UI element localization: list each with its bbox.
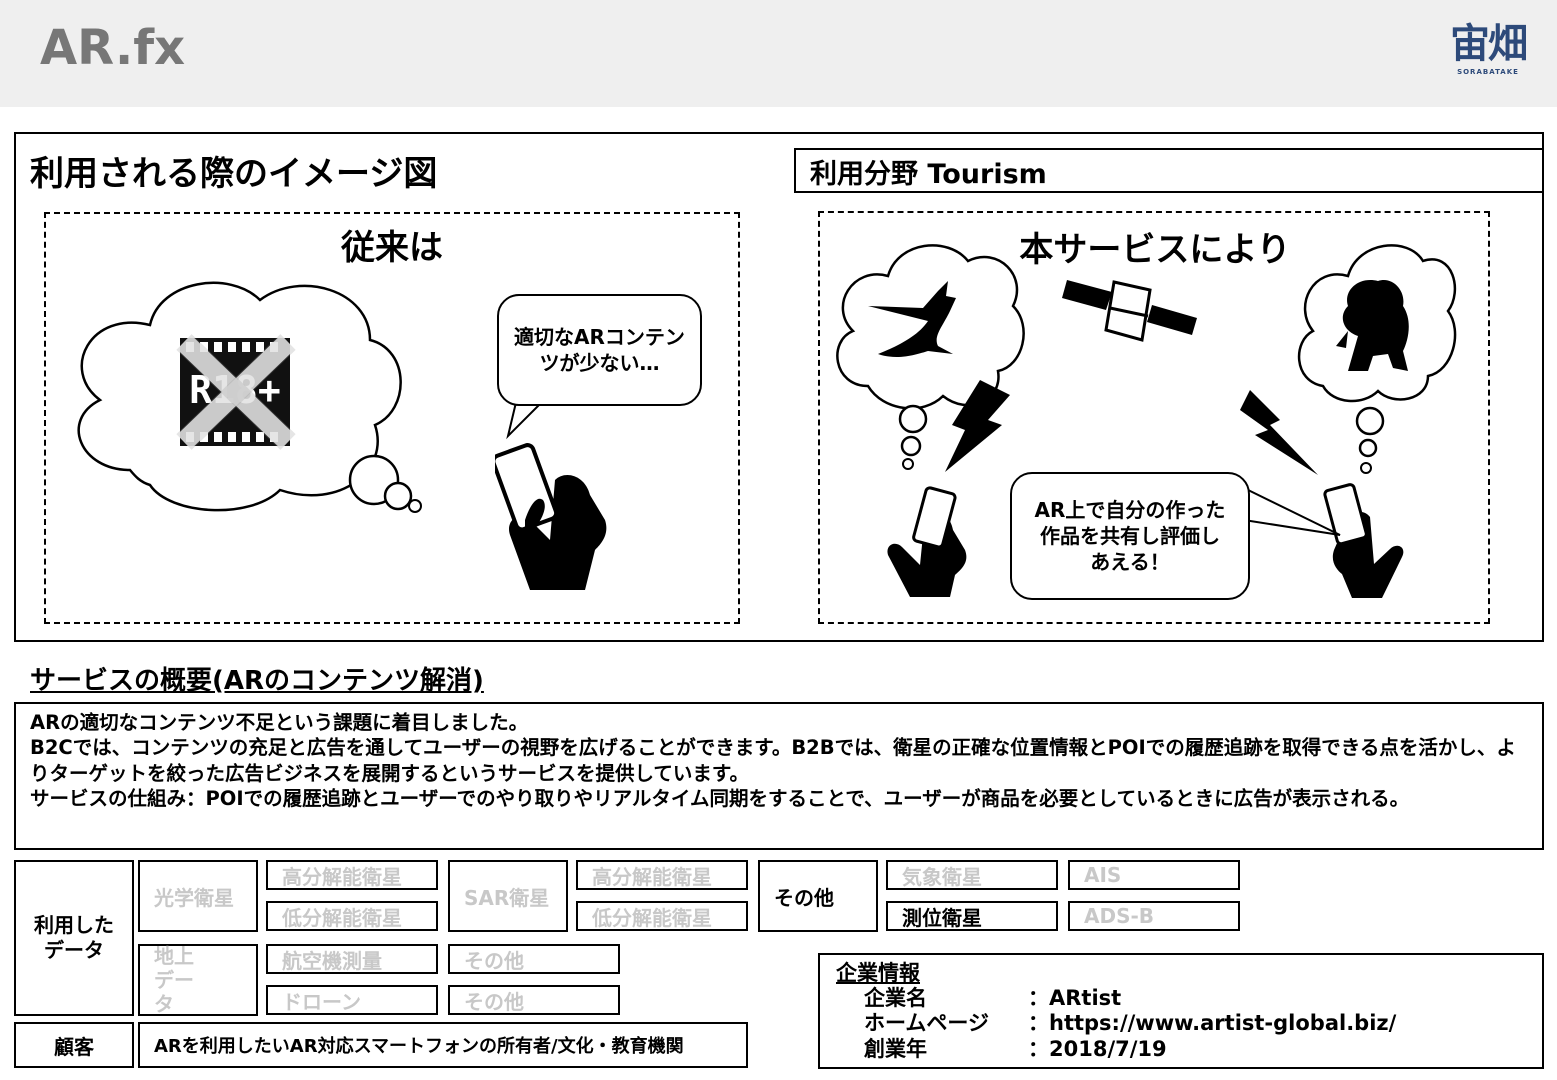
speech-tail-right [1243, 487, 1341, 536]
summary-line-2: B2Cでは、コンテンツの充足と広告を通してユーザーの視野を広げることができます。… [30, 736, 1516, 785]
company-founded-label: 創業年 [864, 1036, 927, 1061]
thought-cloud-monster [1297, 244, 1457, 474]
image-section-title: 利用される際のイメージ図 [30, 154, 438, 194]
summary-title: サービスの概要(ARのコンテンツ解消) [30, 666, 484, 696]
company-name-row: 企業名 ：ARtist [836, 986, 1526, 1011]
after-panel [818, 211, 1490, 624]
adsb-cell: ADS-B [1068, 901, 1240, 931]
hand-phone-left-icon [887, 486, 967, 597]
sar-satellite-cell: SAR衛星 [448, 860, 568, 932]
hand-phone-right-icon [1323, 483, 1404, 598]
image-section-frame [14, 132, 1544, 642]
company-founded-value: ：2018/7/19 [1028, 1036, 1167, 1061]
before-speech-text: 適切なARコンテンツが少ない… [514, 325, 685, 375]
after-speech-bubble: AR上で自分の作った作品を共有し評価しあえる！ [1010, 472, 1250, 600]
positioning-satellite-cell: 測位衛星 [886, 901, 1058, 931]
customer-label: 顧客 [14, 1022, 134, 1068]
optical-low-res-cell: 低分解能衛星 [266, 901, 438, 931]
data-used-label-text: 利用したデータ [34, 913, 114, 962]
lightning-bolt-right-icon [1240, 390, 1318, 475]
weather-satellite-cell: 気象衛星 [886, 860, 1058, 890]
sar-high-res-cell: 高分解能衛星 [576, 860, 748, 890]
summary-line-3: サービスの仕組み：POIでの履歴追跡とユーザーでのやり取りやリアルタイム同期をす… [30, 787, 1410, 811]
summary-line-1: ARの適切なコンテンツ不足という課題に着目しました。 [30, 711, 529, 734]
company-homepage-value[interactable]: ：https://www.artist-global.biz/ [1028, 1011, 1397, 1036]
other-satellite-cell: その他 [758, 860, 878, 932]
drone-cell: ドローン [266, 985, 438, 1015]
company-name-label: 企業名 [864, 986, 927, 1011]
company-name-value: ：ARtist [1028, 986, 1122, 1011]
header-bar [0, 0, 1557, 107]
optical-satellite-cell: 光学衛星 [138, 860, 258, 932]
company-info-title: 企業情報 [836, 961, 920, 985]
before-title: 従来は [341, 228, 443, 268]
ground-data-text: 地上データ [154, 944, 194, 1016]
logo-text: 宙畑 [1450, 21, 1528, 67]
aerial-survey-cell: 航空機測量 [266, 944, 438, 974]
logo-subtext: SORABATAKE [1457, 68, 1519, 76]
film-sprocket-top [186, 342, 284, 352]
company-founded-row: 創業年 ：2018/7/19 [836, 1037, 1526, 1062]
ais-cell: AIS [1068, 860, 1240, 890]
company-homepage-label: ホームページ [864, 1011, 989, 1036]
ground-other-cell-2: その他 [448, 985, 620, 1015]
company-info-box: 企業情報 企業名 ：ARtist ホームページ ：https://www.art… [818, 953, 1544, 1069]
cross-icon [176, 334, 296, 450]
ground-data-cell: 地上データ [138, 944, 258, 1016]
logo: 宙畑 SORABATAKE [1438, 20, 1538, 90]
hand-phone-icon [495, 443, 607, 590]
data-used-label: 利用したデータ [14, 860, 134, 1016]
app-title: AR.fx [40, 20, 186, 76]
customer-value: ARを利用したいAR対応スマートフォンの所有者/文化・教育機関 [138, 1022, 748, 1068]
before-panel [44, 212, 740, 624]
company-homepage-row: ホームページ ：https://www.artist-global.biz/ [836, 1011, 1526, 1036]
summary-box: ARの適切なコンテンツ不足という課題に着目しました。 B2Cでは、コンテンツの充… [14, 702, 1544, 850]
field-label: 利用分野 Tourism [794, 148, 1544, 193]
after-title: 本サービスにより [1019, 230, 1291, 270]
thought-cloud-dragon [836, 244, 1025, 470]
before-speech-bubble: 適切なARコンテンツが少ない… [497, 294, 702, 406]
optical-high-res-cell: 高分解能衛星 [266, 860, 438, 890]
film-sprocket-bottom [186, 432, 284, 442]
lightning-bolt-left-icon [945, 380, 1010, 472]
after-speech-text: AR上で自分の作った作品を共有し評価しあえる！ [1034, 498, 1226, 574]
ground-other-cell-1: その他 [448, 944, 620, 974]
sar-low-res-cell: 低分解能衛星 [576, 901, 748, 931]
satellite-icon [1062, 280, 1197, 342]
